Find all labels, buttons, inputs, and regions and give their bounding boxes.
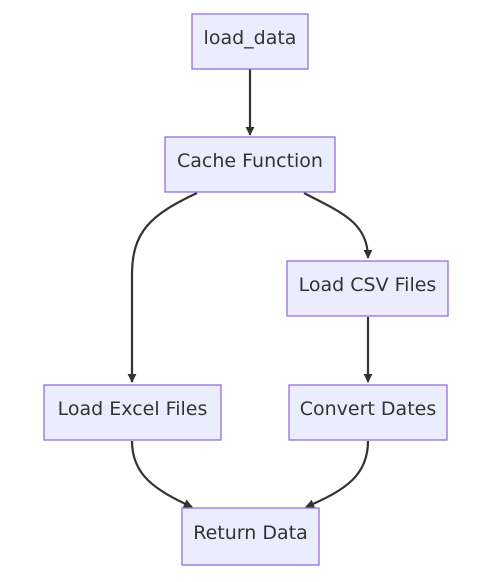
edges: [127, 69, 373, 509]
node-return-data-label: Return Data: [193, 522, 307, 544]
node-convert-dates[interactable]: Convert Dates: [288, 384, 448, 441]
edge-cache-function-to-load-excel: [127, 192, 198, 383]
node-load-excel-files-label: Load Excel Files: [58, 398, 208, 420]
edge-cache-function-to-load-csv: [303, 192, 373, 259]
node-cache-function[interactable]: Cache Function: [164, 136, 336, 193]
node-convert-dates-label: Convert Dates: [300, 398, 436, 420]
edge-load-excel-to-return-data: [130, 440, 193, 508]
node-load-excel-files[interactable]: Load Excel Files: [43, 384, 222, 441]
node-load-data[interactable]: load_data: [191, 13, 309, 70]
node-cache-function-label: Cache Function: [177, 150, 323, 172]
node-return-data[interactable]: Return Data: [181, 507, 320, 566]
edge-convert-dates-to-return-data: [305, 440, 370, 509]
node-load-csv-files-label: Load CSV Files: [299, 274, 437, 296]
node-load-csv-files[interactable]: Load CSV Files: [286, 260, 449, 317]
node-load-data-label: load_data: [204, 27, 297, 49]
